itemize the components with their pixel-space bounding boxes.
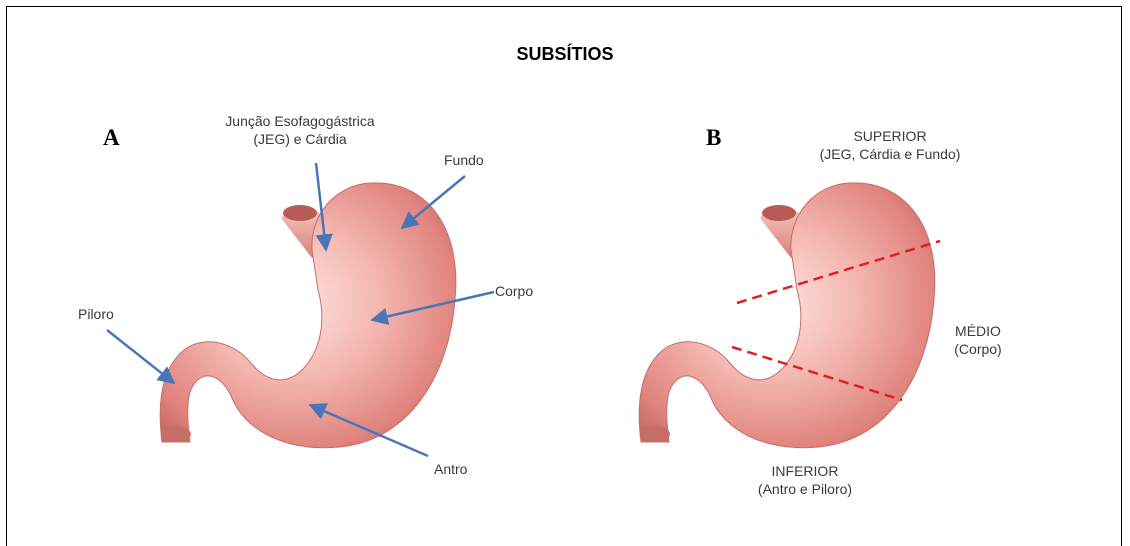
pylorus-end-a xyxy=(161,426,191,442)
label-piloro: Piloro xyxy=(78,305,114,323)
label-superior: SUPERIOR (JEG, Cárdia e Fundo) xyxy=(800,127,980,163)
stomach-b xyxy=(639,183,935,448)
label-jeg: Junção Esofagogástrica (JEG) e Cárdia xyxy=(190,112,410,148)
stomach-a xyxy=(160,183,456,448)
label-antro: Antro xyxy=(434,460,467,478)
label-inferior-line2: (Antro e Piloro) xyxy=(730,480,880,498)
label-medio-line1: MÉDIO xyxy=(938,322,1018,340)
label-medio-line2: (Corpo) xyxy=(938,340,1018,358)
label-inferior: INFERIOR (Antro e Piloro) xyxy=(730,462,880,498)
label-superior-line2: (JEG, Cárdia e Fundo) xyxy=(800,145,980,163)
arrow-piloro xyxy=(107,330,174,383)
label-inferior-line1: INFERIOR xyxy=(730,462,880,480)
label-medio: MÉDIO (Corpo) xyxy=(938,322,1018,358)
label-superior-line1: SUPERIOR xyxy=(800,127,980,145)
esophagus-opening-a xyxy=(283,205,317,221)
label-corpo: Corpo xyxy=(495,282,533,300)
pylorus-end-b xyxy=(640,426,670,442)
esophagus-opening-b xyxy=(762,205,796,221)
label-fundo: Fundo xyxy=(444,151,484,169)
label-jeg-line2: (JEG) e Cárdia xyxy=(190,130,410,148)
label-jeg-line1: Junção Esofagogástrica xyxy=(190,112,410,130)
